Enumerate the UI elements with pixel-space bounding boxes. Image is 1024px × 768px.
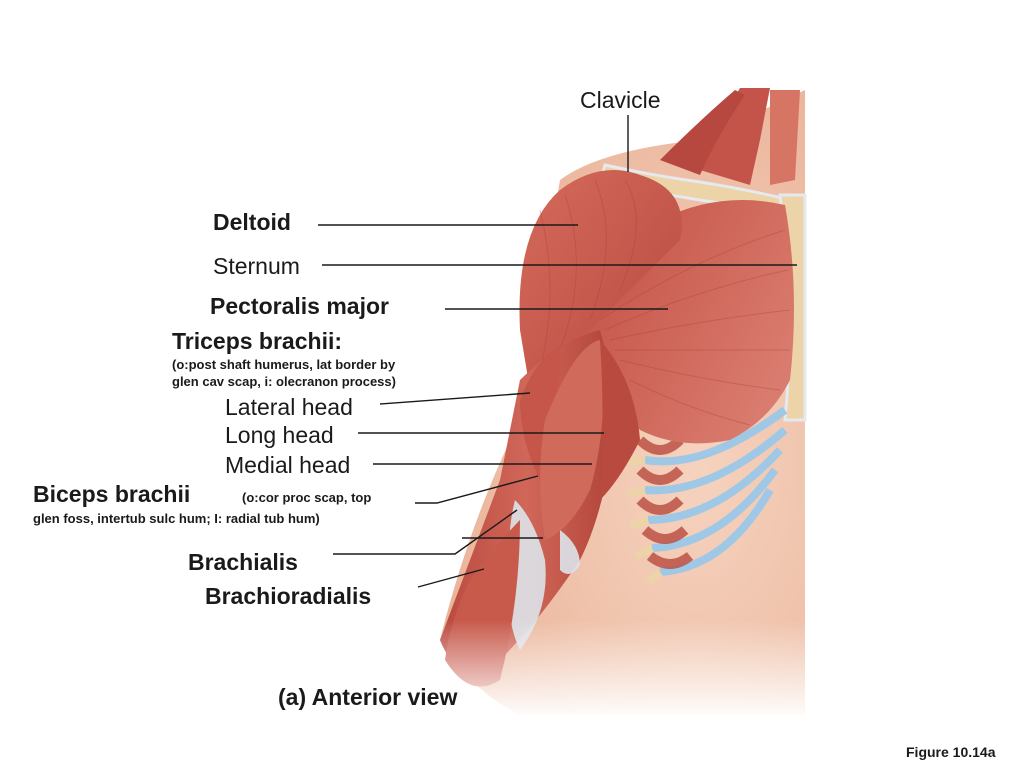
leader-lateral-head — [379, 392, 531, 405]
label-lateral-head: Lateral head — [225, 394, 353, 420]
label-biceps-note-1: (o:cor proc scap, top — [242, 490, 372, 505]
label-deltoid: Deltoid — [213, 209, 291, 235]
label-triceps-title: Triceps brachii: — [172, 328, 343, 354]
label-pectoralis-major: Pectoralis major — [210, 293, 389, 319]
neck-muscle — [700, 88, 770, 185]
figure-caption: (a) Anterior view — [278, 684, 458, 710]
triceps-long-head — [600, 340, 640, 500]
label-medial-head: Medial head — [225, 452, 351, 478]
leader-brachioradialis — [417, 568, 485, 588]
biceps-muscle — [540, 340, 604, 540]
leader-brachialis — [333, 509, 518, 555]
label-brachialis: Brachialis — [188, 549, 298, 575]
label-sternum: Sternum — [213, 253, 300, 279]
label-triceps-note-2: glen cav scap, i: olecranon process) — [172, 374, 396, 389]
label-long-head: Long head — [225, 422, 334, 448]
label-clavicle: Clavicle — [580, 87, 661, 113]
figure-number: Figure 10.14a — [906, 744, 996, 760]
label-biceps-title: Biceps brachii — [33, 481, 191, 507]
leader-biceps — [415, 475, 539, 504]
label-triceps-note-1: (o:post shaft humerus, lat border by — [172, 357, 396, 372]
label-biceps-note-2: glen foss, intertub sulc hum; I: radial … — [33, 511, 320, 526]
label-brachioradialis: Brachioradialis — [205, 583, 372, 609]
triceps-lateral-head — [520, 345, 560, 480]
